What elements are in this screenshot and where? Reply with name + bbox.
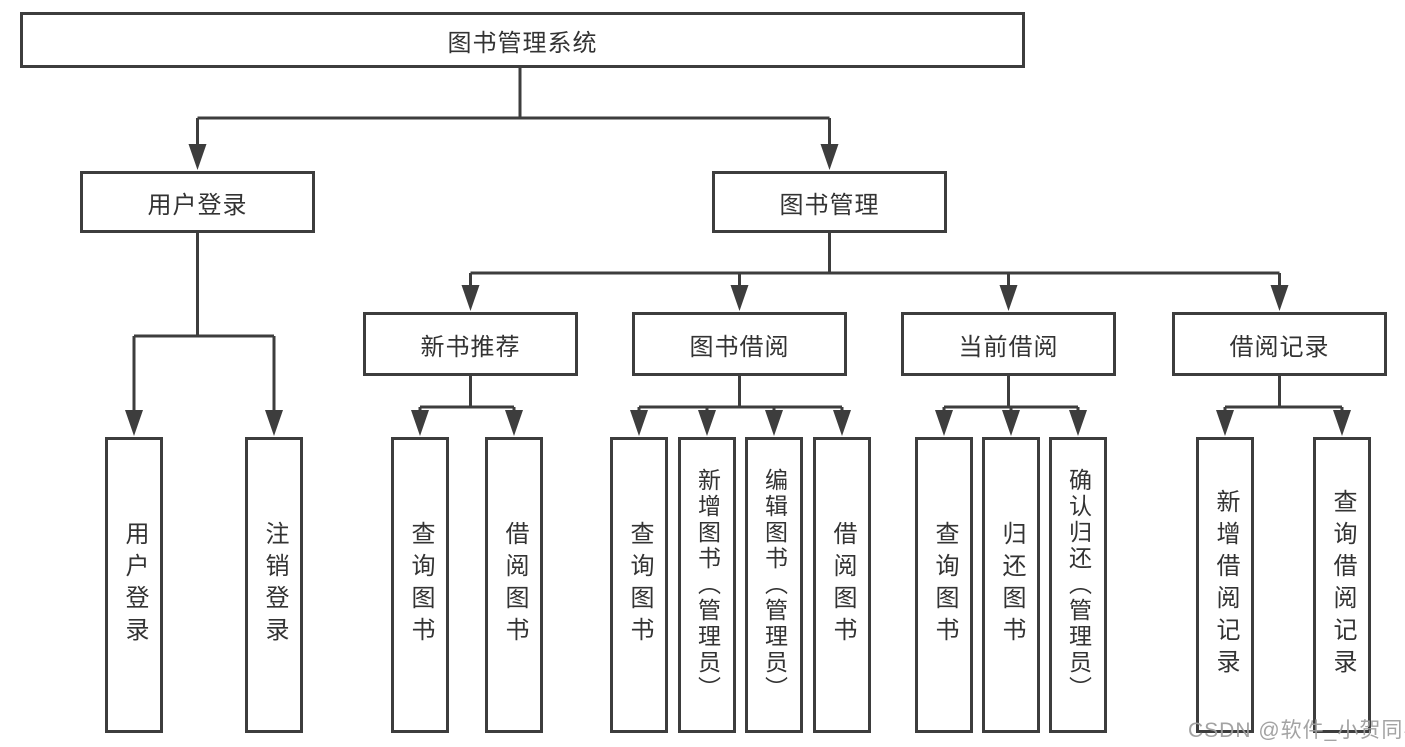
- leaf-return-books: 归还图书: [982, 437, 1040, 733]
- leaf-label: 借阅图书: [829, 521, 856, 649]
- leaf-confirm-return-admin: 确认归还（管理员）: [1049, 437, 1107, 733]
- leaf-label: 用户登录: [121, 521, 148, 649]
- node-borrow-records: 借阅记录: [1172, 312, 1387, 376]
- node-label: 借阅记录: [1229, 333, 1330, 361]
- leaf-label: 新增借阅记录: [1212, 489, 1239, 681]
- node-label: 图书管理系统: [447, 29, 598, 57]
- node-label: 图书管理: [779, 191, 880, 219]
- leaf-label: 借阅图书: [501, 521, 528, 649]
- leaf-label: 查询图书: [931, 521, 958, 649]
- leaf-add-borrow-record: 新增借阅记录: [1196, 437, 1254, 733]
- node-library-system: 图书管理系统: [20, 12, 1025, 68]
- node-label: 新书推荐: [420, 333, 521, 361]
- leaf-query-borrow-record: 查询借阅记录: [1313, 437, 1371, 733]
- node-new-book-recommend: 新书推荐: [363, 312, 578, 376]
- leaf-label: 确认归还（管理员）: [1065, 468, 1092, 702]
- leaf-logout: 注销登录: [245, 437, 303, 733]
- node-label: 当前借阅: [958, 333, 1059, 361]
- leaf-label: 归还图书: [998, 521, 1025, 649]
- node-user-login: 用户登录: [80, 171, 315, 233]
- leaf-add-books-admin: 新增图书（管理员）: [678, 437, 736, 733]
- leaf-borrow-books: 借阅图书: [485, 437, 543, 733]
- node-label: 用户登录: [147, 191, 248, 219]
- leaf-query-books: 查询图书: [391, 437, 449, 733]
- leaf-label: 查询图书: [626, 521, 653, 649]
- leaf-user-login: 用户登录: [105, 437, 163, 733]
- leaf-borrow-books: 借阅图书: [813, 437, 871, 733]
- leaf-label: 查询图书: [407, 521, 434, 649]
- node-book-borrow: 图书借阅: [632, 312, 847, 376]
- csdn-watermark: CSDN @软件_小贺同学: [1188, 719, 1405, 742]
- leaf-query-books: 查询图书: [610, 437, 668, 733]
- arrowhead-path: [125, 144, 1351, 436]
- leaf-label: 新增图书（管理员）: [694, 468, 721, 702]
- leaf-edit-books-admin: 编辑图书（管理员）: [745, 437, 803, 733]
- node-current-borrow: 当前借阅: [901, 312, 1116, 376]
- node-book-management: 图书管理: [712, 171, 947, 233]
- node-label: 图书借阅: [689, 333, 790, 361]
- leaf-label: 查询借阅记录: [1329, 489, 1356, 681]
- leaf-label: 注销登录: [261, 521, 288, 649]
- leaf-label: 编辑图书（管理员）: [761, 468, 788, 702]
- leaf-query-books: 查询图书: [915, 437, 973, 733]
